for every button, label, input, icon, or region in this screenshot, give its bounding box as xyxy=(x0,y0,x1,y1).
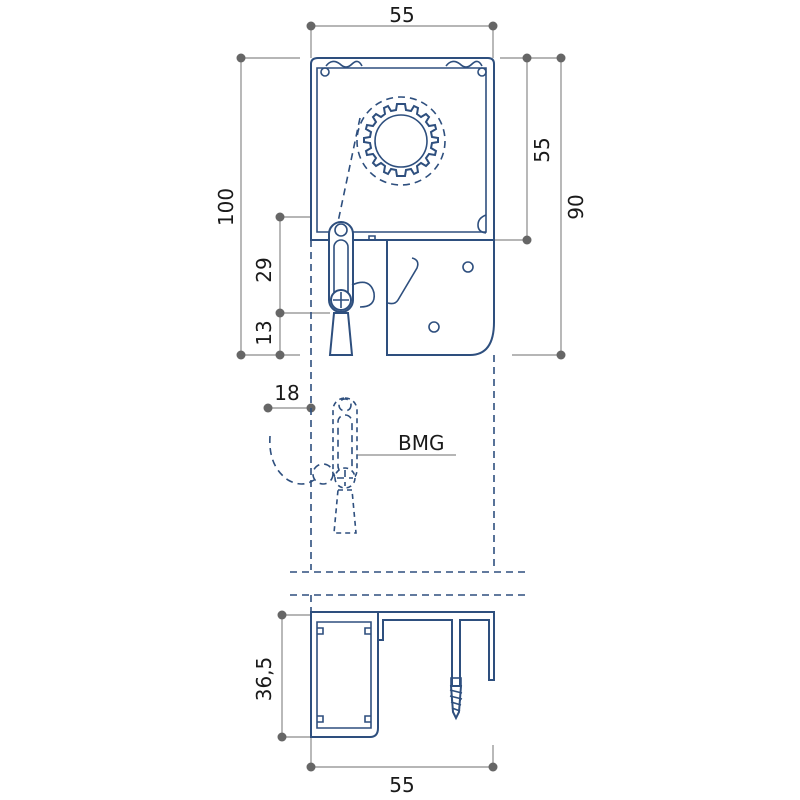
bottom-rail xyxy=(310,611,495,738)
dimension-left-13: 13 xyxy=(252,320,276,345)
label-bmg: BMG xyxy=(398,431,444,455)
cord-guide-top xyxy=(328,221,376,356)
dimension-dot xyxy=(556,53,566,63)
dimension-right-inner: 55 xyxy=(530,137,554,162)
dimension-dot xyxy=(263,403,273,413)
dimension-dot xyxy=(277,732,287,742)
dimension-dot xyxy=(306,21,316,31)
dimension-dot xyxy=(275,350,285,360)
dimension-dot xyxy=(488,21,498,31)
dimension-bottom-width: 55 xyxy=(389,773,414,797)
dimension-left-29: 29 xyxy=(252,257,276,282)
dimension-dot xyxy=(275,308,285,318)
dimension-dot xyxy=(522,53,532,63)
dimension-offset-18: 18 xyxy=(274,381,299,405)
dimension-dot xyxy=(275,212,285,222)
dimension-dot xyxy=(556,350,566,360)
dimension-height-right: 90 xyxy=(564,194,588,219)
dimension-dot xyxy=(306,762,316,772)
dimension-endpoints xyxy=(236,21,566,772)
dimension-rail-height: 36,5 xyxy=(252,657,276,702)
cord-line xyxy=(337,117,361,223)
dimension-dot xyxy=(522,235,532,245)
dimension-top-width: 55 xyxy=(389,3,414,27)
dimension-height-left: 100 xyxy=(214,188,238,226)
projection-guides xyxy=(290,240,530,612)
screw xyxy=(449,677,463,721)
dimension-dot xyxy=(236,350,246,360)
dimension-dot xyxy=(277,610,287,620)
dimension-dot xyxy=(488,762,498,772)
dimension-dot xyxy=(236,53,246,63)
bmg-cord-guide xyxy=(269,397,358,534)
roller-tube xyxy=(356,96,446,186)
mounting-bracket xyxy=(368,235,495,356)
dimension-labels: 55 55 100 90 55 29 13 18 36,5 BMG xyxy=(214,3,588,797)
